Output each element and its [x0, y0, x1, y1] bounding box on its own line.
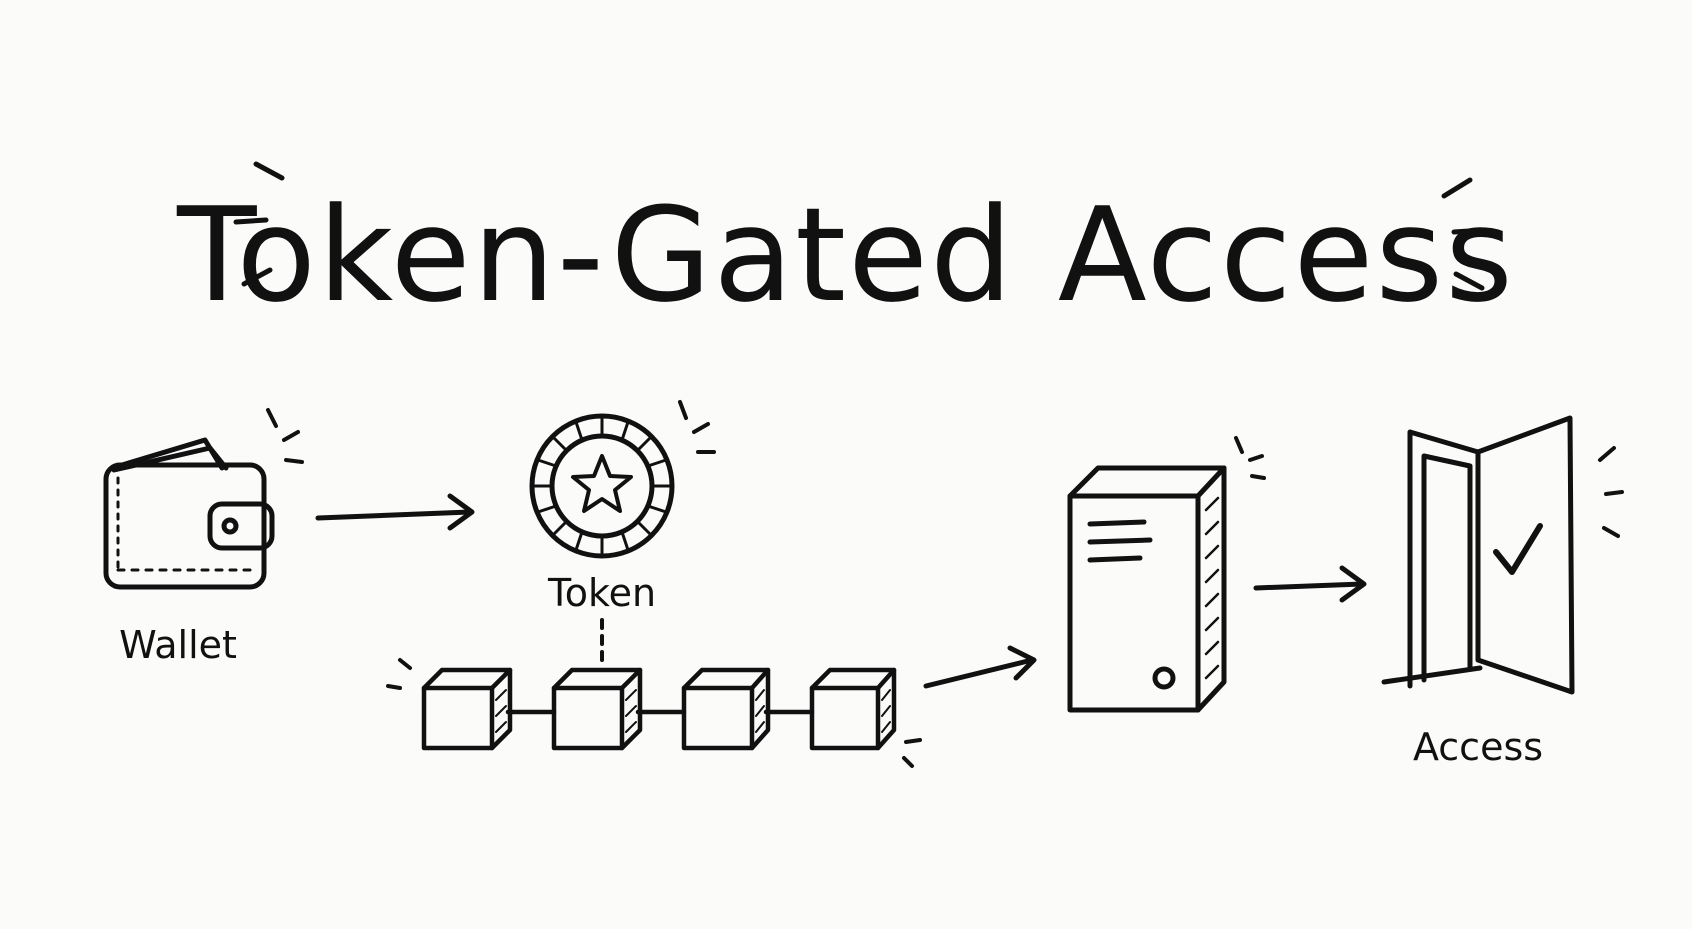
title-group: Token-Gated Access [176, 161, 1515, 331]
arrow-server-to-door [1253, 565, 1367, 603]
chain-block-4 [809, 667, 897, 751]
arrow-chain-to-server [923, 645, 1037, 689]
open-door-checkmark-icon [1381, 415, 1624, 695]
arrow-wallet-to-token [315, 493, 475, 531]
diagram-title: Token-Gated Access [176, 179, 1515, 331]
blockchain-blocks-icon [386, 658, 922, 768]
wallet-label: Wallet [119, 623, 237, 667]
wallet-icon [103, 408, 304, 590]
title-emphasis-marks-right [1441, 177, 1487, 291]
token-label: Token [547, 571, 656, 615]
chain-block-1 [421, 667, 513, 751]
title-emphasis-marks-left [233, 161, 285, 287]
star-coin-icon [529, 400, 716, 559]
chain-block-2 [551, 667, 643, 751]
chain-block-3 [681, 667, 771, 751]
access-label: Access [1413, 725, 1543, 769]
server-tower-icon [1067, 436, 1266, 713]
